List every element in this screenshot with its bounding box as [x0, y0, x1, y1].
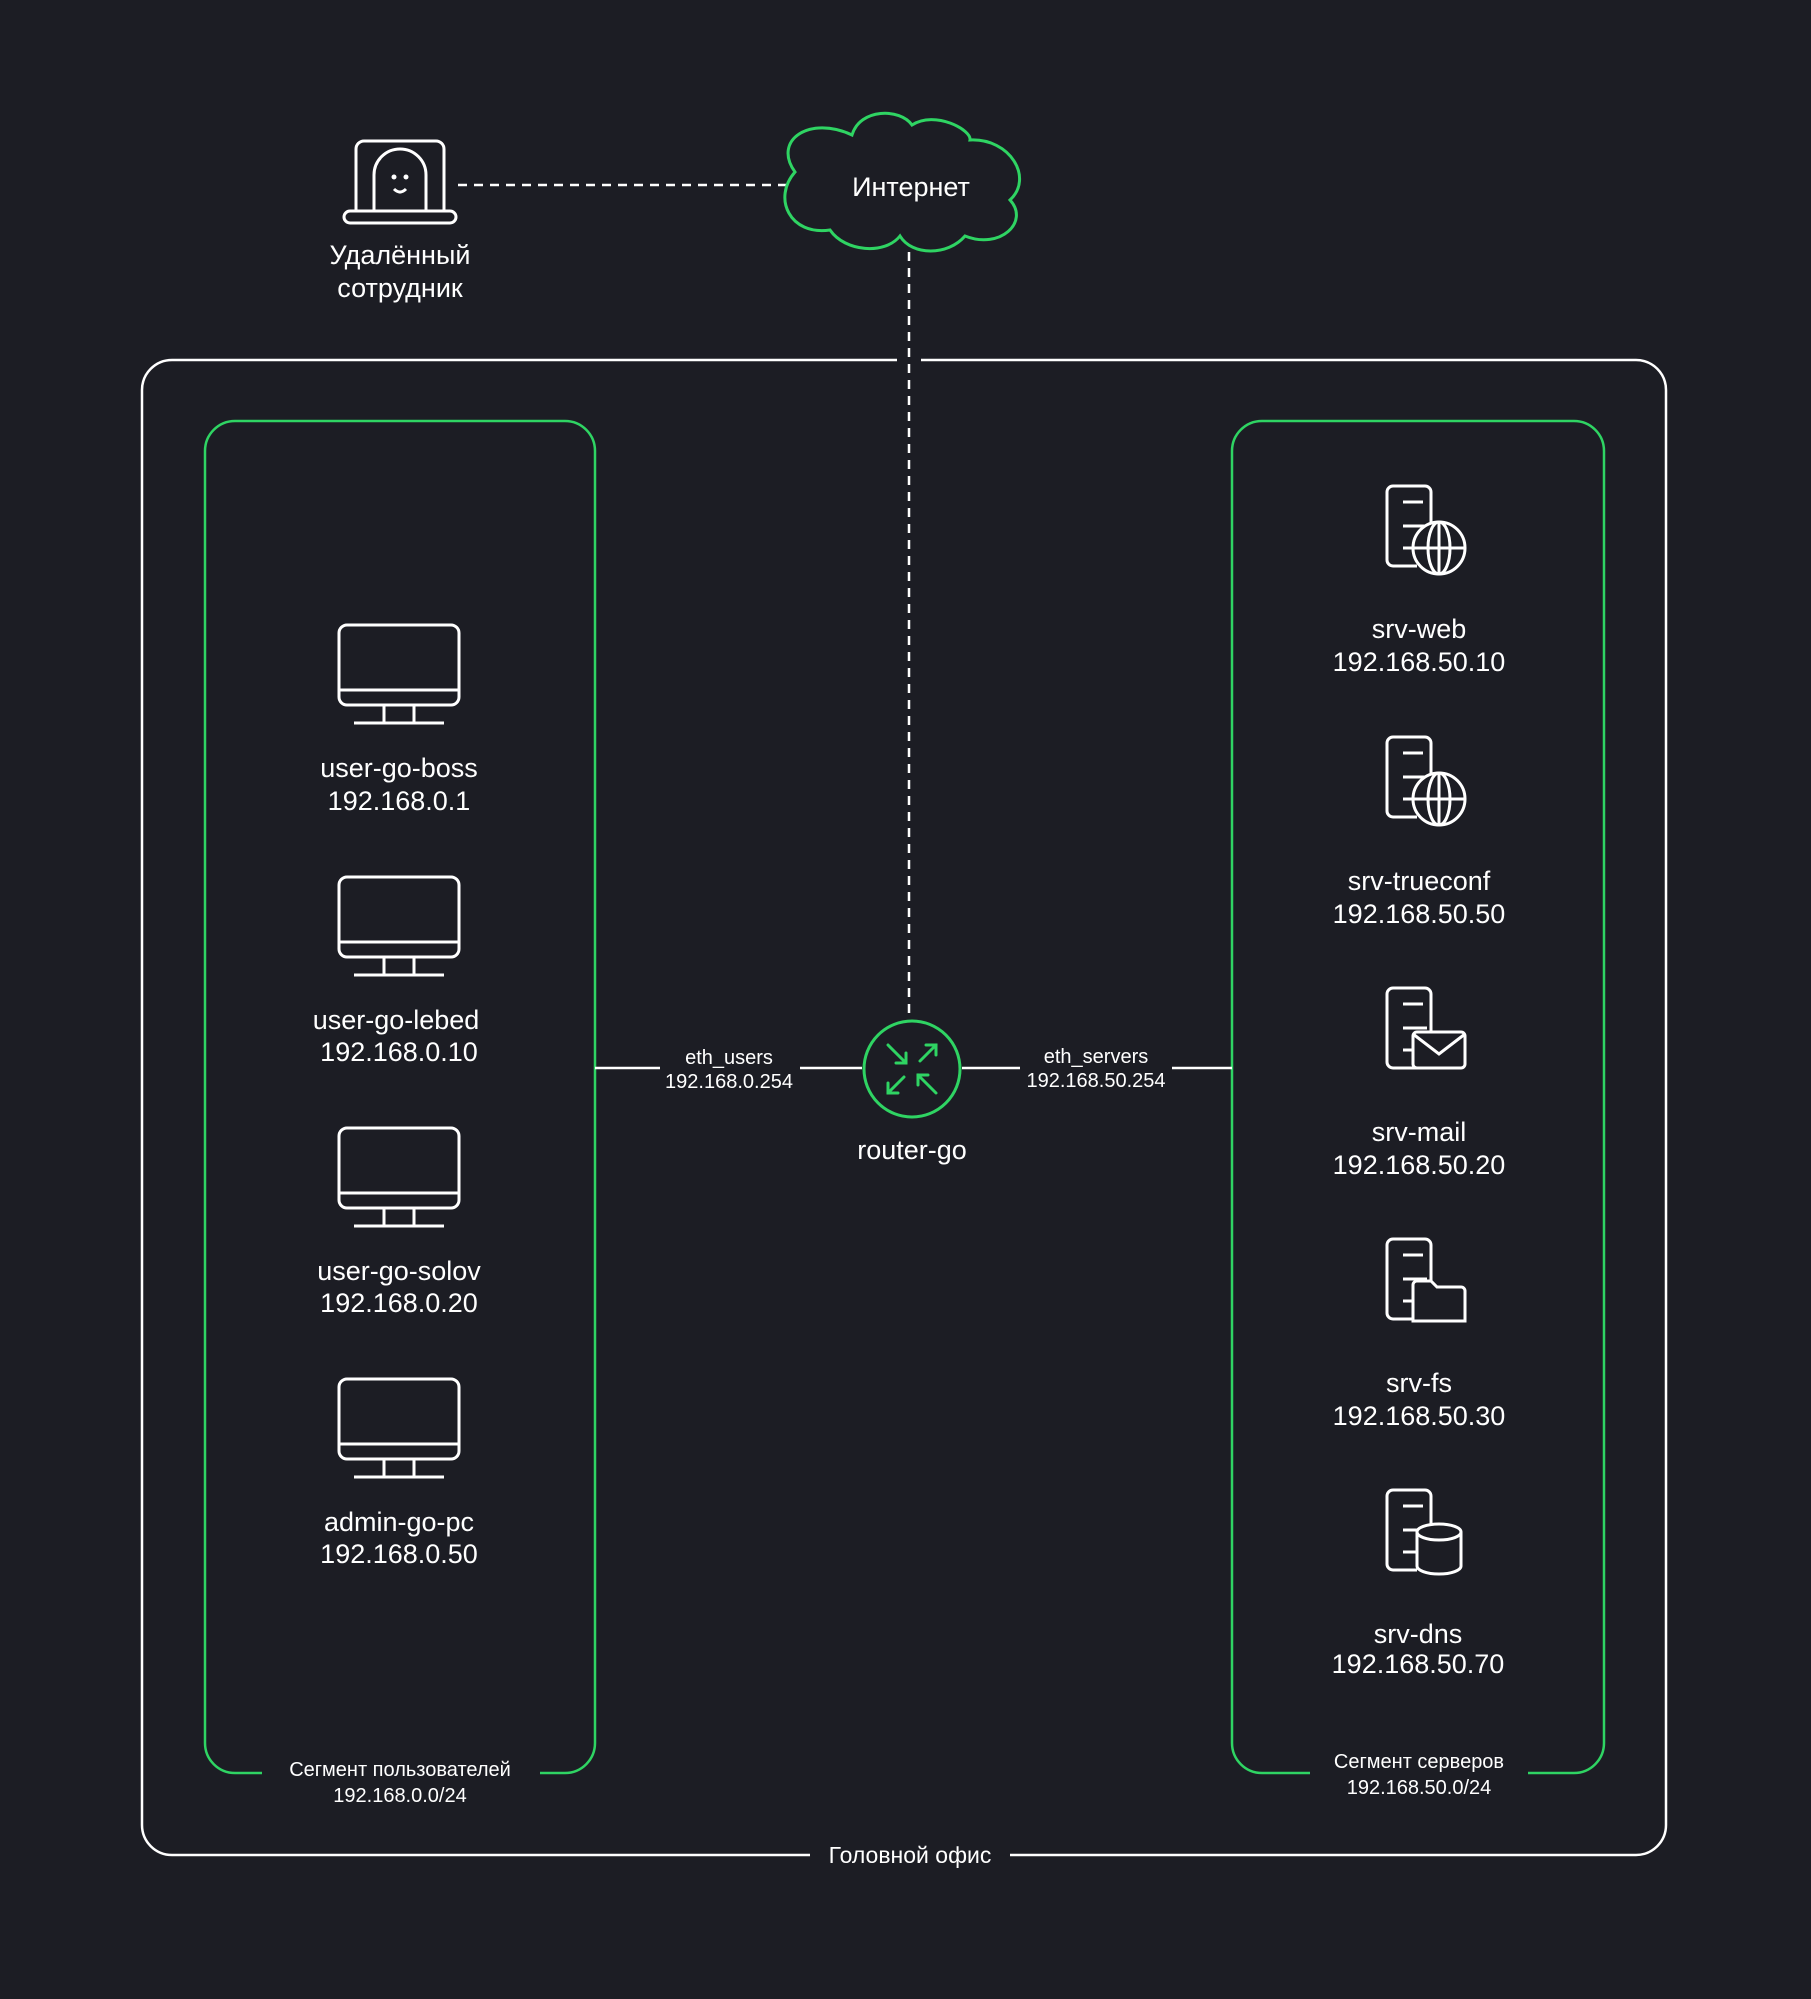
host-ip: 192.168.0.10 [320, 1037, 478, 1067]
monitor-icon [337, 623, 461, 725]
cloud-icon[interactable] [783, 111, 1022, 253]
host-ip: 192.168.0.50 [320, 1539, 478, 1569]
router-if-servers-name: eth_servers [1044, 1046, 1149, 1068]
host-name: user-go-solov [317, 1256, 481, 1286]
monitor-icon [337, 1377, 461, 1479]
head-office-frame [140, 358, 1668, 1857]
users-segment-label: Сегмент пользователей [289, 1759, 511, 1781]
servers-segment-frame [1230, 419, 1606, 1775]
remote-label-line1: Удалённый [330, 240, 471, 270]
remote-label-line2: сотрудник [337, 273, 463, 303]
host-ip: 192.168.50.70 [1332, 1649, 1505, 1679]
host-name: srv-trueconf [1348, 866, 1491, 896]
host-ip: 192.168.50.50 [1333, 899, 1506, 929]
head-office-label: Головной офис [829, 1842, 992, 1868]
monitor-icon [337, 1126, 461, 1228]
host-name: srv-mail [1372, 1117, 1467, 1147]
monitor-icon [337, 875, 461, 977]
internet-label: Интернет [852, 172, 970, 202]
router-if-servers-ip: 192.168.50.254 [1026, 1070, 1165, 1092]
server-folder-icon [1385, 1237, 1467, 1323]
host-ip: 192.168.50.30 [1333, 1401, 1506, 1431]
host-ip: 192.168.0.20 [320, 1288, 478, 1318]
router-if-users-name: eth_users [685, 1047, 773, 1069]
users-segment-subnet: 192.168.0.0/24 [333, 1785, 466, 1807]
laptop-icon[interactable] [342, 139, 458, 225]
host-name: user-go-lebed [313, 1005, 480, 1035]
host-ip: 192.168.0.1 [328, 786, 471, 816]
router-name: router-go [857, 1135, 967, 1165]
users-segment-frame [203, 419, 597, 1775]
host-srv-fs[interactable]: srv-fs 192.168.50.30 [1333, 1237, 1506, 1431]
host-ip: 192.168.50.20 [1333, 1150, 1506, 1180]
server-globe-icon [1385, 484, 1467, 576]
host-srv-trueconf[interactable]: srv-trueconf 192.168.50.50 [1333, 735, 1506, 929]
host-admin-go-pc[interactable]: admin-go-pc 192.168.0.50 [320, 1377, 478, 1569]
host-name: user-go-boss [320, 753, 478, 783]
host-ip: 192.168.50.10 [1333, 647, 1506, 677]
router-if-users-ip: 192.168.0.254 [665, 1071, 793, 1093]
host-srv-mail[interactable]: srv-mail 192.168.50.20 [1333, 986, 1506, 1180]
host-name: srv-fs [1386, 1368, 1452, 1398]
router-icon[interactable] [862, 1019, 962, 1119]
server-globe-icon [1385, 735, 1467, 827]
host-name: srv-web [1372, 614, 1467, 644]
server-database-icon [1385, 1488, 1463, 1576]
host-srv-dns[interactable]: srv-dns 192.168.50.70 [1332, 1488, 1505, 1679]
host-user-go-lebed[interactable]: user-go-lebed 192.168.0.10 [313, 875, 480, 1067]
host-name: admin-go-pc [324, 1507, 474, 1537]
host-name: srv-dns [1374, 1619, 1463, 1649]
host-user-go-boss[interactable]: user-go-boss 192.168.0.1 [320, 623, 478, 816]
servers-segment-subnet: 192.168.50.0/24 [1347, 1777, 1492, 1799]
server-mail-icon [1385, 986, 1467, 1070]
host-srv-web[interactable]: srv-web 192.168.50.10 [1333, 484, 1506, 677]
host-user-go-solov[interactable]: user-go-solov 192.168.0.20 [317, 1126, 481, 1318]
servers-segment-label: Сегмент серверов [1334, 1751, 1504, 1773]
